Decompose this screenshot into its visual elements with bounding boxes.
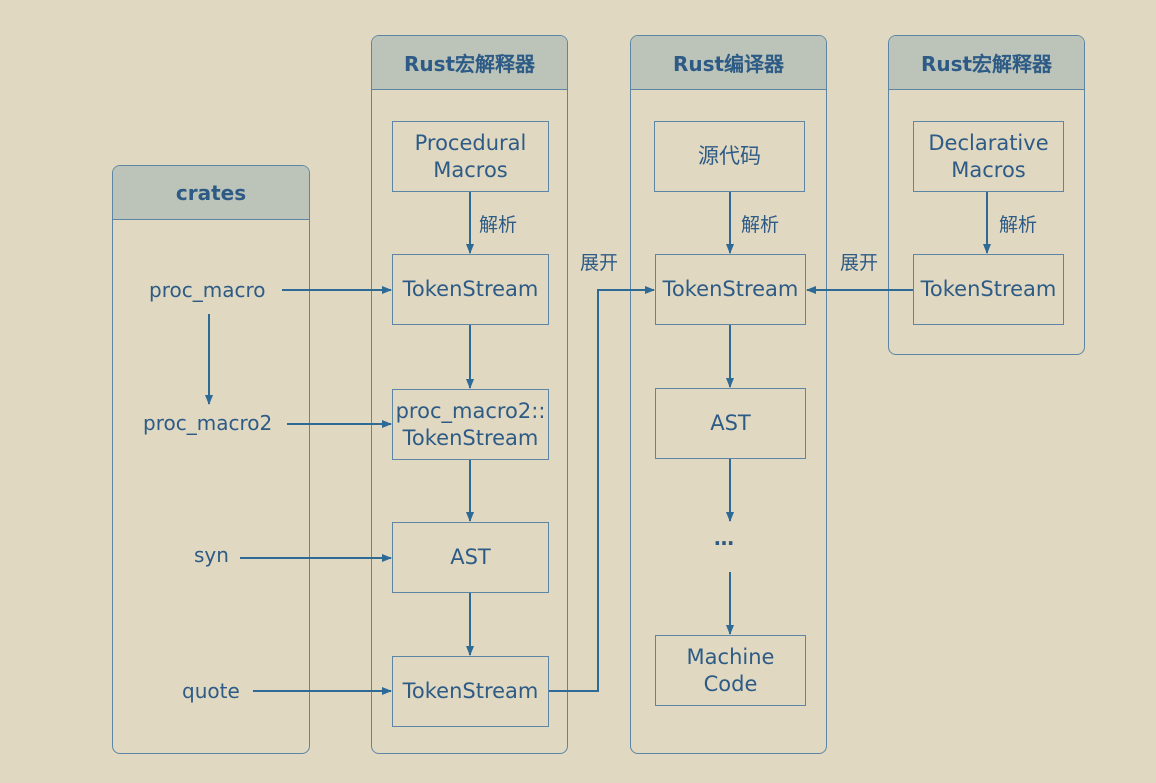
compiler-ellipsis: … (714, 526, 734, 550)
compiler-ast-box: AST (655, 388, 806, 459)
compiler-parse-label: 解析 (741, 214, 780, 236)
decl-macro-interpreter-panel: Rust宏解释器 (888, 35, 1085, 355)
proc-macro-interpreter-title: Rust宏解释器 (372, 36, 567, 90)
decl-macro-interpreter-title: Rust宏解释器 (889, 36, 1084, 90)
crate-syn: syn (194, 543, 229, 567)
proc-macro-interpreter-panel: Rust宏解释器 (371, 35, 568, 754)
proc-tokenstream-box: TokenStream (392, 254, 549, 325)
crates-panel-title: crates (113, 166, 309, 220)
decl-tokenstream-box: TokenStream (913, 254, 1064, 325)
proc-parse-label: 解析 (479, 214, 518, 236)
compiler-panel-title: Rust编译器 (631, 36, 826, 90)
crates-panel: crates (112, 165, 310, 754)
decl-parse-label: 解析 (999, 214, 1038, 236)
proc-macro2-tokenstream-box: proc_macro2:: TokenStream (392, 389, 549, 460)
crate-proc-macro2: proc_macro2 (143, 411, 273, 435)
crate-quote: quote (182, 679, 240, 703)
compiler-panel: Rust编译器 (630, 35, 827, 754)
expand-label-left: 展开 (580, 252, 619, 274)
procedural-macros-box: Procedural Macros (392, 121, 549, 192)
proc-ast-box: AST (392, 522, 549, 593)
compiler-tokenstream-box: TokenStream (655, 254, 806, 325)
proc-output-tokenstream-box: TokenStream (392, 656, 549, 727)
arrow-expand-left (549, 286, 655, 692)
declarative-macros-box: Declarative Macros (913, 121, 1064, 192)
crate-proc-macro: proc_macro (149, 278, 266, 302)
expand-label-right: 展开 (840, 252, 879, 274)
source-code-box: 源代码 (654, 121, 805, 192)
machine-code-box: Machine Code (655, 635, 806, 706)
